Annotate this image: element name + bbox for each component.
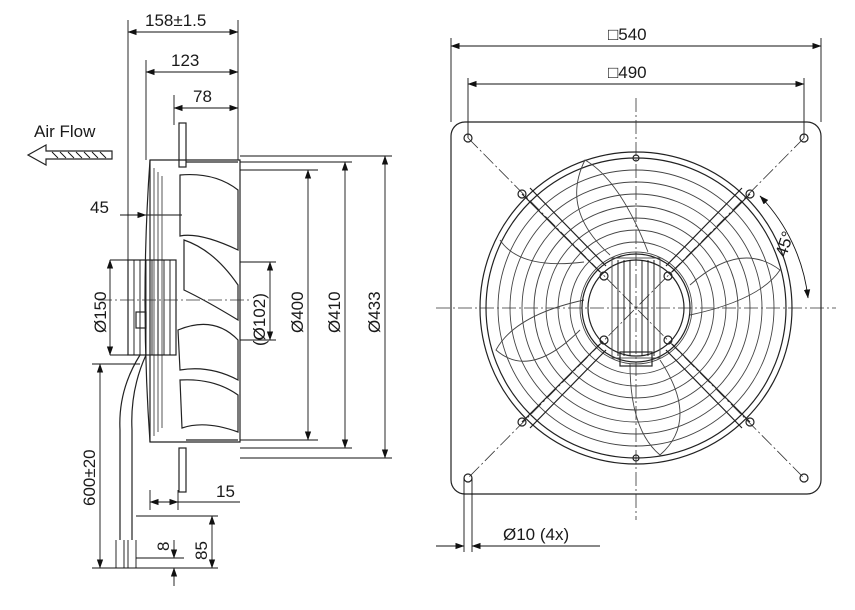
dim-cable-length: 600±20	[80, 449, 99, 506]
dim-hub-dia: Ø150	[91, 291, 110, 333]
dim-inner-dia: (Ø102)	[250, 293, 269, 346]
dim-guard-dia: Ø410	[325, 291, 344, 333]
side-view: Air Flow 158±1.5 123 78 45	[26, 11, 392, 586]
dim-cable-85: 85	[192, 541, 211, 560]
fan-side-body	[115, 122, 241, 568]
front-view: □540 □490	[436, 25, 836, 552]
mount-hole	[799, 473, 809, 483]
dim-cable-8: 8	[154, 542, 173, 551]
airflow-arrow	[26, 143, 113, 167]
mount-hole	[463, 133, 473, 143]
dim-depth-78: 78	[193, 87, 212, 106]
mount-hole	[799, 133, 809, 143]
airflow-label: Air Flow	[34, 122, 96, 141]
dim-blade-dia: Ø400	[288, 291, 307, 333]
fan-guard	[479, 151, 793, 465]
dim-hole-pitch: □490	[608, 63, 647, 82]
dim-overall-depth: 158±1.5	[145, 11, 206, 30]
dim-angle: 45°	[772, 229, 798, 259]
dim-plate-width: □540	[608, 25, 647, 44]
dim-plate-15: 15	[216, 482, 235, 501]
dim-depth-123: 123	[171, 51, 199, 70]
dim-mount-holes: Ø10 (4x)	[503, 525, 569, 544]
dim-offset-45: 45	[90, 198, 109, 217]
dim-ring-dia: Ø433	[365, 291, 384, 333]
